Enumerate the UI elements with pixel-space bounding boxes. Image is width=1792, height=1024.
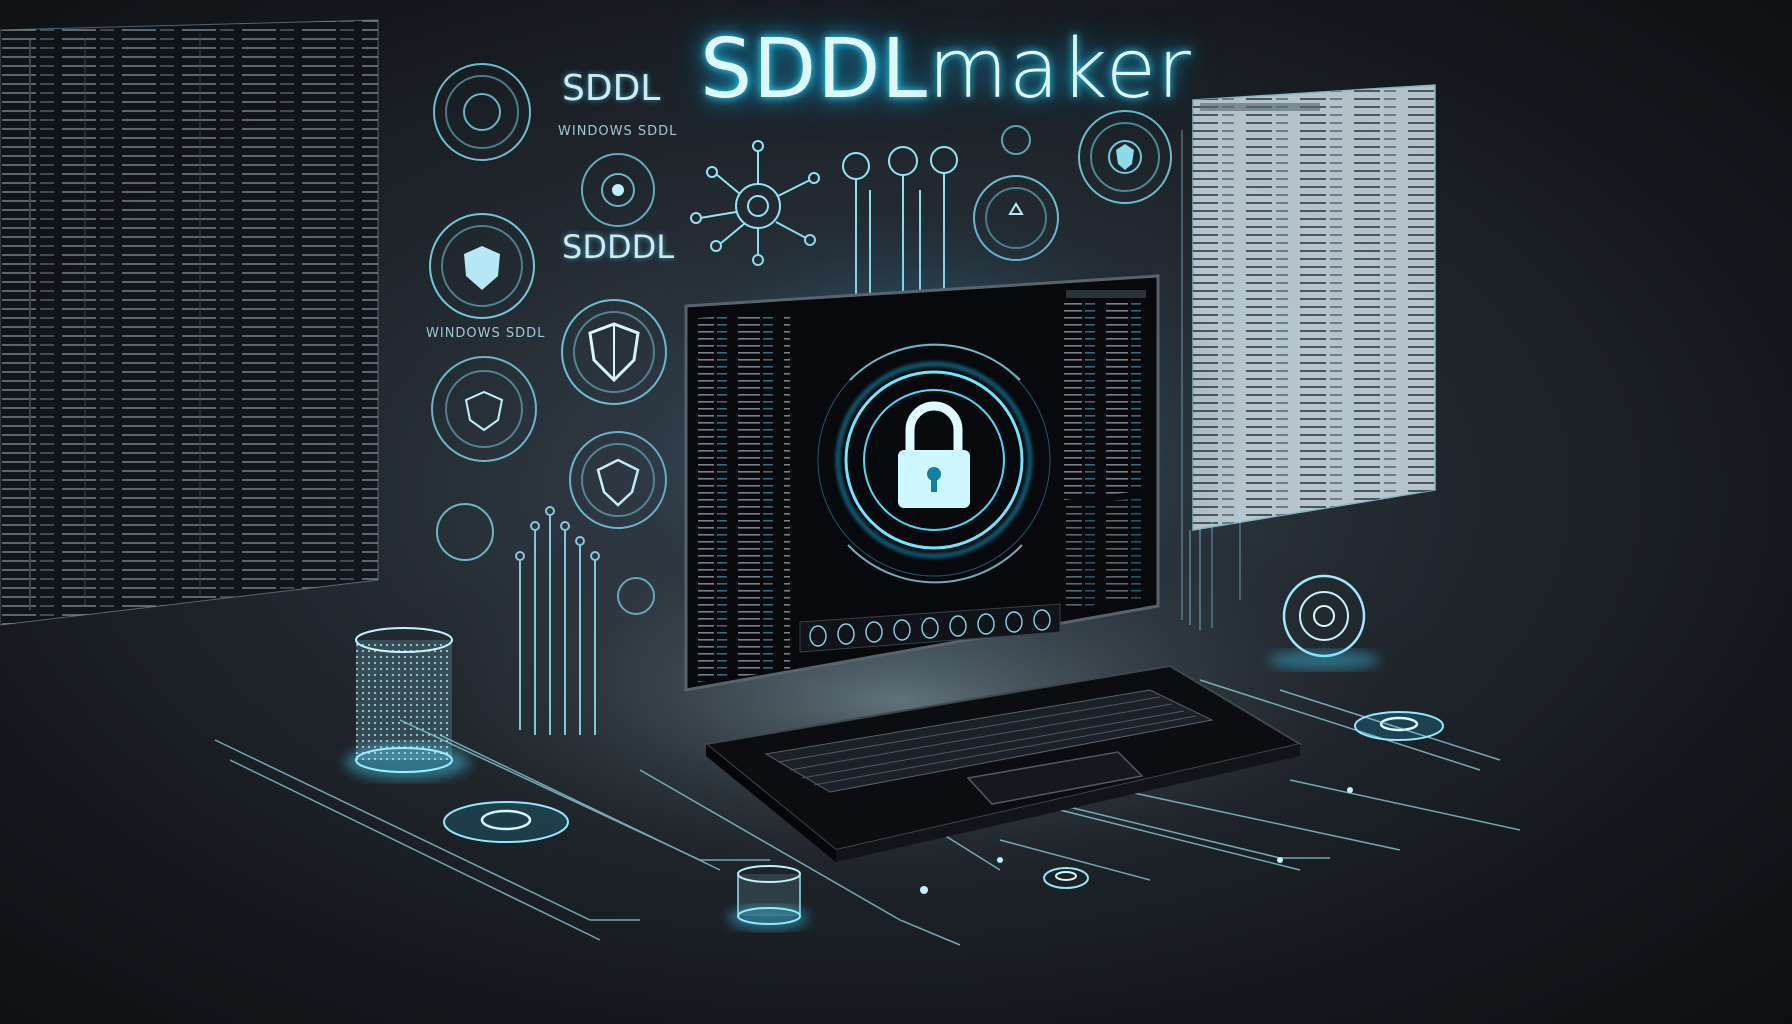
keyboard bbox=[703, 664, 1303, 862]
ring-icon bbox=[1043, 867, 1089, 889]
label-windows-sddl-1: WINDOWS SDDL bbox=[558, 124, 678, 139]
label-sddl-mid: SDDDL bbox=[562, 228, 675, 266]
ring-icon bbox=[443, 801, 569, 843]
cylinder-icon bbox=[345, 627, 469, 780]
title-thin: maker bbox=[928, 22, 1192, 117]
shield-icon bbox=[464, 246, 500, 290]
title-strong: SDDL bbox=[700, 22, 929, 117]
label-sddl-top: SDDL bbox=[562, 68, 661, 109]
pin-lines bbox=[515, 506, 600, 735]
padlock-icon bbox=[898, 401, 970, 508]
monitor bbox=[684, 274, 1160, 692]
cylinder-icon bbox=[728, 865, 808, 930]
ring-icon bbox=[1268, 574, 1380, 670]
label-windows-sddl-2: WINDOWS SDDL bbox=[426, 326, 546, 341]
ring-icon bbox=[1354, 711, 1444, 741]
app-title: SDDLmaker bbox=[700, 22, 1192, 117]
left-code-panel bbox=[0, 19, 379, 626]
desk-lines bbox=[214, 679, 1521, 946]
